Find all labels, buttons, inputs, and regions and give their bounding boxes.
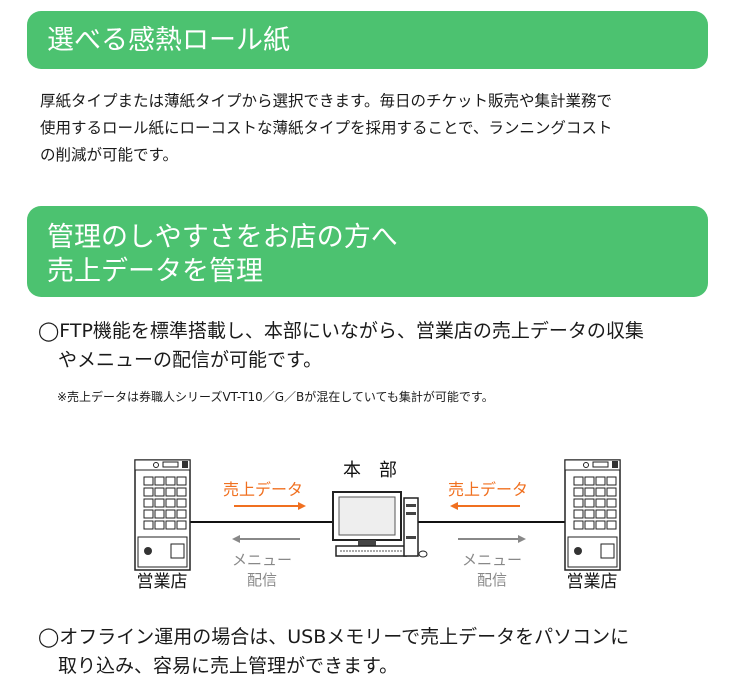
section-header-management: 管理のしやすさをお店の方へ 売上データを管理 — [27, 206, 708, 297]
menu-label-left: メニュー — [232, 551, 292, 569]
ticket-machine-right — [564, 459, 621, 571]
arrow-head-icon — [298, 502, 306, 510]
menu-label-right: メニュー — [462, 551, 522, 569]
headquarters-pc — [332, 491, 428, 558]
roll-paper-description: 厚紙タイプまたは薄紙タイプから選択できます。毎日のチケット販売や集計業務で 使用… — [40, 88, 710, 169]
headquarters-label: 本 部 — [343, 460, 397, 481]
ticket-machine-left — [134, 459, 191, 571]
bullet-line: ◯オフライン運用の場合は、USBメモリーで売上データをパソコンに — [38, 626, 630, 648]
store-label-left: 営業店 — [137, 572, 188, 592]
section-title-line: 売上データを管理 — [47, 256, 263, 287]
paragraph-line: 厚紙タイプまたは薄紙タイプから選択できます。毎日のチケット販売や集計業務で — [40, 92, 612, 110]
section-header-roll-paper: 選べる感熱ロール紙 — [27, 11, 708, 69]
sales-data-label-right: 売上データ — [448, 480, 528, 499]
section-title-line: 管理のしやすさをお店の方へ — [47, 222, 398, 253]
arrow-head-icon — [450, 502, 458, 510]
network-diagram: 本 部 売上データ 売上データ メニュー 配信 メニュー 配信 営業店 営業店 — [134, 459, 621, 592]
arrow-head-icon — [232, 535, 240, 543]
bullet-line: やメニューの配信が可能です。 — [58, 349, 323, 371]
menu-sub-label-left: 配信 — [247, 571, 277, 589]
store-label-right: 営業店 — [567, 572, 618, 592]
menu-sub-label-right: 配信 — [477, 571, 507, 589]
arrow-head-icon — [518, 535, 526, 543]
compatibility-note: ※売上データは券職人シリーズVT-T10／G／Bが混在していても集計が可能です。 — [57, 390, 494, 404]
paragraph-line: の削減が可能です。 — [40, 146, 178, 164]
ftp-feature-bullet: ◯FTP機能を標準搭載し、本部にいながら、営業店の売上データの収集 やメニューの… — [38, 317, 718, 375]
section-title: 選べる感熱ロール紙 — [47, 25, 290, 56]
offline-usage-bullet: ◯オフライン運用の場合は、USBメモリーで売上データをパソコンに 取り込み、容易… — [38, 623, 718, 681]
paragraph-line: 使用するロール紙にローコストな薄紙タイプを採用することで、ランニングコスト — [40, 119, 613, 137]
sales-data-label-left: 売上データ — [223, 480, 303, 499]
bullet-line: ◯FTP機能を標準搭載し、本部にいながら、営業店の売上データの収集 — [38, 320, 644, 342]
bullet-line: 取り込み、容易に売上管理ができます。 — [58, 655, 399, 677]
